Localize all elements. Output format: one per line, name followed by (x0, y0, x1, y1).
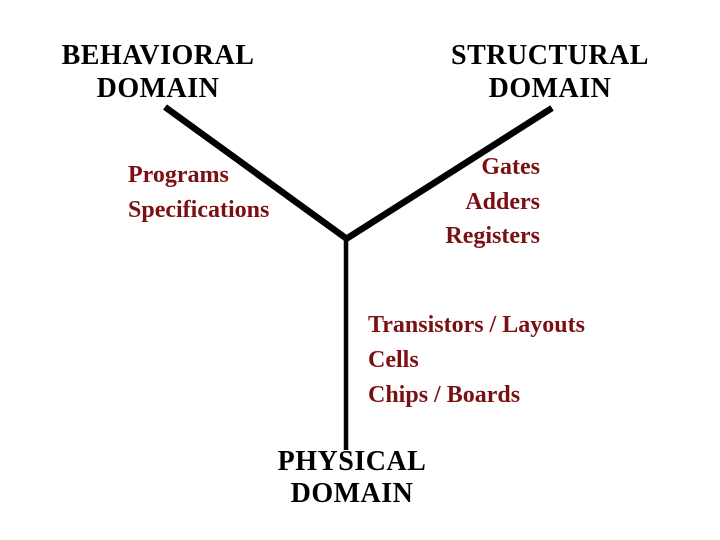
behavioral-axis-line (163, 104, 349, 242)
physical-items: Transistors / Layouts Cells Chips / Boar… (368, 308, 585, 413)
physical-domain-title: PHYSICAL DOMAIN (232, 446, 472, 510)
physical-item-transistors-layouts: Transistors / Layouts (368, 312, 585, 338)
behavioral-item-programs: Programs (128, 162, 229, 188)
structural-item-registers: Registers (445, 223, 540, 249)
physical-domain-title-line1: PHYSICAL (277, 446, 427, 477)
behavioral-items: Programs Specifications (128, 158, 269, 228)
structural-axis-line (344, 105, 554, 242)
structural-item-adders: Adders (465, 188, 540, 215)
structural-item-gates: Gates (481, 154, 540, 180)
structural-domain-title: STRUCTURAL DOMAIN (430, 39, 670, 105)
behavioral-domain-title: BEHAVIORAL DOMAIN (38, 39, 278, 105)
structural-domain-title-line1: STRUCTURAL (451, 40, 649, 71)
behavioral-domain-title-line1: BEHAVIORAL (61, 40, 255, 71)
physical-item-chips-boards: Chips / Boards (368, 382, 521, 408)
structural-items: Gates Adders Registers (340, 150, 540, 254)
behavioral-item-specifications: Specifications (128, 197, 270, 223)
physical-domain-title-line2: DOMAIN (290, 478, 414, 509)
physical-item-cells: Cells (368, 347, 419, 373)
behavioral-domain-title-line2: DOMAIN (96, 73, 220, 104)
structural-domain-title-line2: DOMAIN (488, 73, 612, 104)
